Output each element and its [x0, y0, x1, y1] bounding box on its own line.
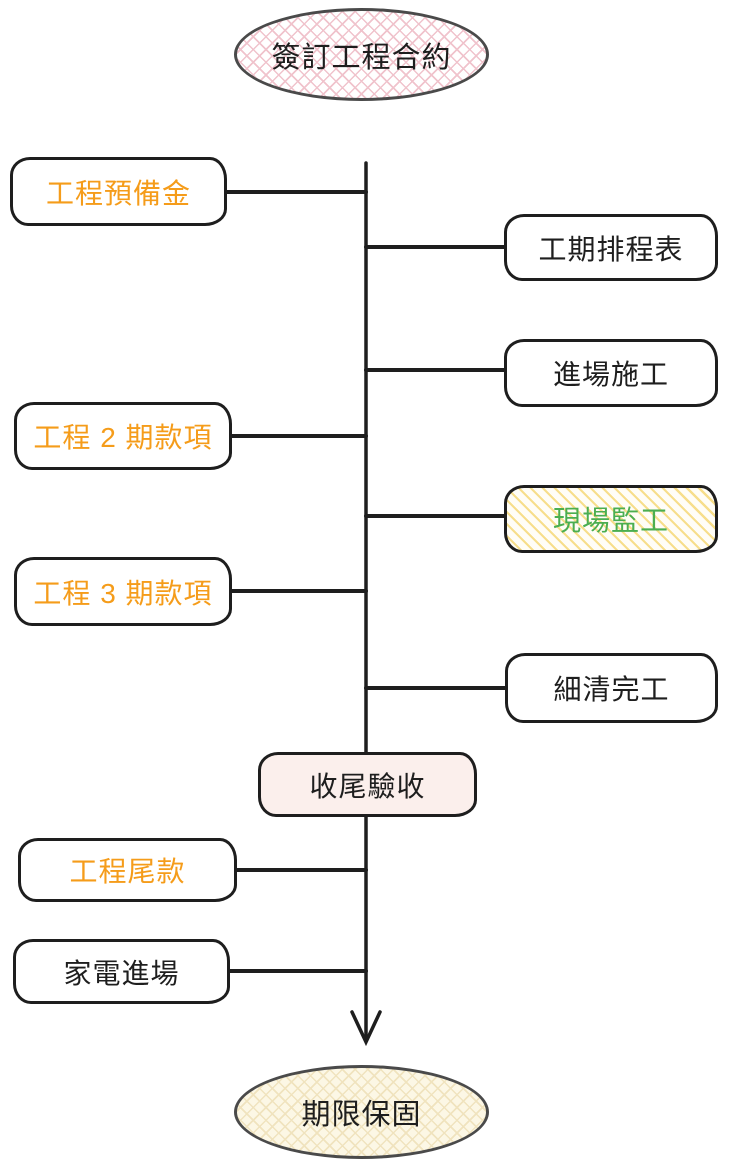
- node-project-reserve-fund-label: 工程預備金: [45, 177, 191, 209]
- node-schedule-table-label: 工期排程表: [538, 233, 684, 265]
- node-warranty-period-label: 期限保固: [301, 1099, 422, 1131]
- node-phase2-payment-label: 工程 2 期款項: [33, 422, 213, 453]
- node-final-payment: 工程尾款: [18, 838, 237, 902]
- node-sign-contract-label: 簽訂工程合約: [271, 41, 452, 74]
- node-sign-contract: 簽訂工程合約: [234, 8, 489, 101]
- node-phase3-payment: 工程 3 期款項: [14, 557, 232, 626]
- node-fine-clean-completion-label: 細清完工: [553, 674, 670, 705]
- node-site-supervision-label: 現場監工: [552, 505, 669, 536]
- node-enter-construction-label: 進場施工: [552, 359, 669, 390]
- node-appliances-delivery: 家電進場: [13, 939, 230, 1004]
- node-enter-construction: 進場施工: [504, 339, 718, 407]
- node-site-supervision: 現場監工: [504, 485, 718, 553]
- arrowhead-icon: [350, 1010, 382, 1047]
- node-schedule-table: 工期排程表: [504, 214, 718, 281]
- node-warranty-period: 期限保固: [234, 1065, 489, 1159]
- node-phase2-payment: 工程 2 期款項: [14, 402, 232, 470]
- node-final-payment-label: 工程尾款: [69, 856, 186, 887]
- node-appliances-delivery-label: 家電進場: [63, 957, 180, 989]
- node-project-reserve-fund: 工程預備金: [10, 157, 227, 226]
- node-phase3-payment-label: 工程 3 期款項: [33, 577, 213, 609]
- node-fine-clean-completion: 細清完工: [505, 653, 718, 723]
- node-final-acceptance-label: 收尾驗收: [309, 770, 426, 802]
- node-final-acceptance: 收尾驗收: [258, 752, 477, 817]
